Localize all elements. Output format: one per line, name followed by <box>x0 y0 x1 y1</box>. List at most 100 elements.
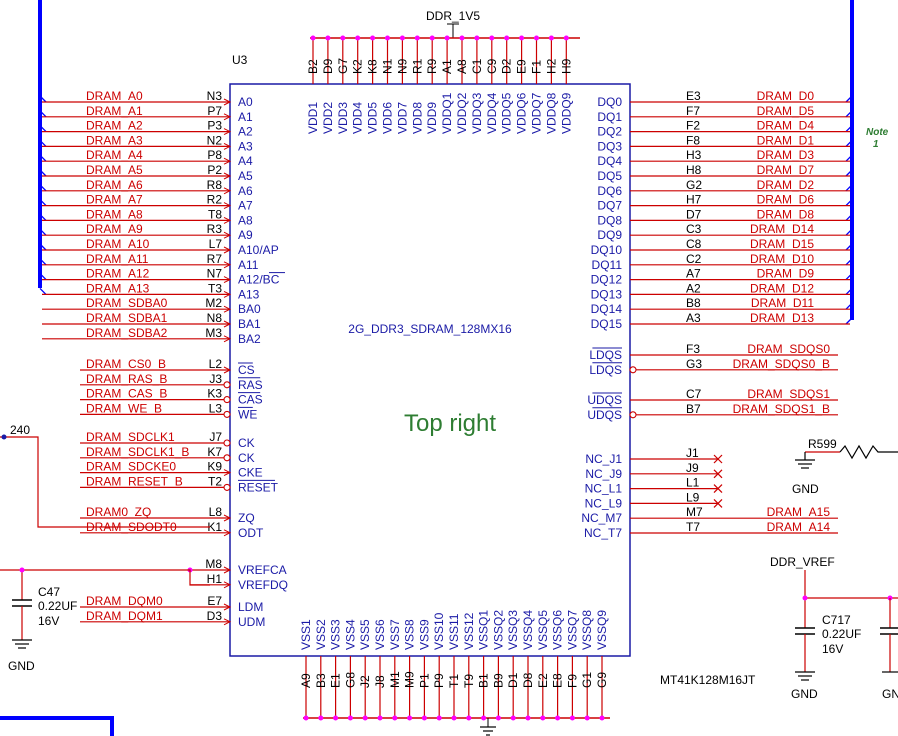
capacitor-c717[interactable] <box>795 570 898 681</box>
resistor-r599[interactable] <box>795 444 898 469</box>
capacitor-c47[interactable] <box>12 567 32 649</box>
chip-body[interactable] <box>229 83 631 657</box>
